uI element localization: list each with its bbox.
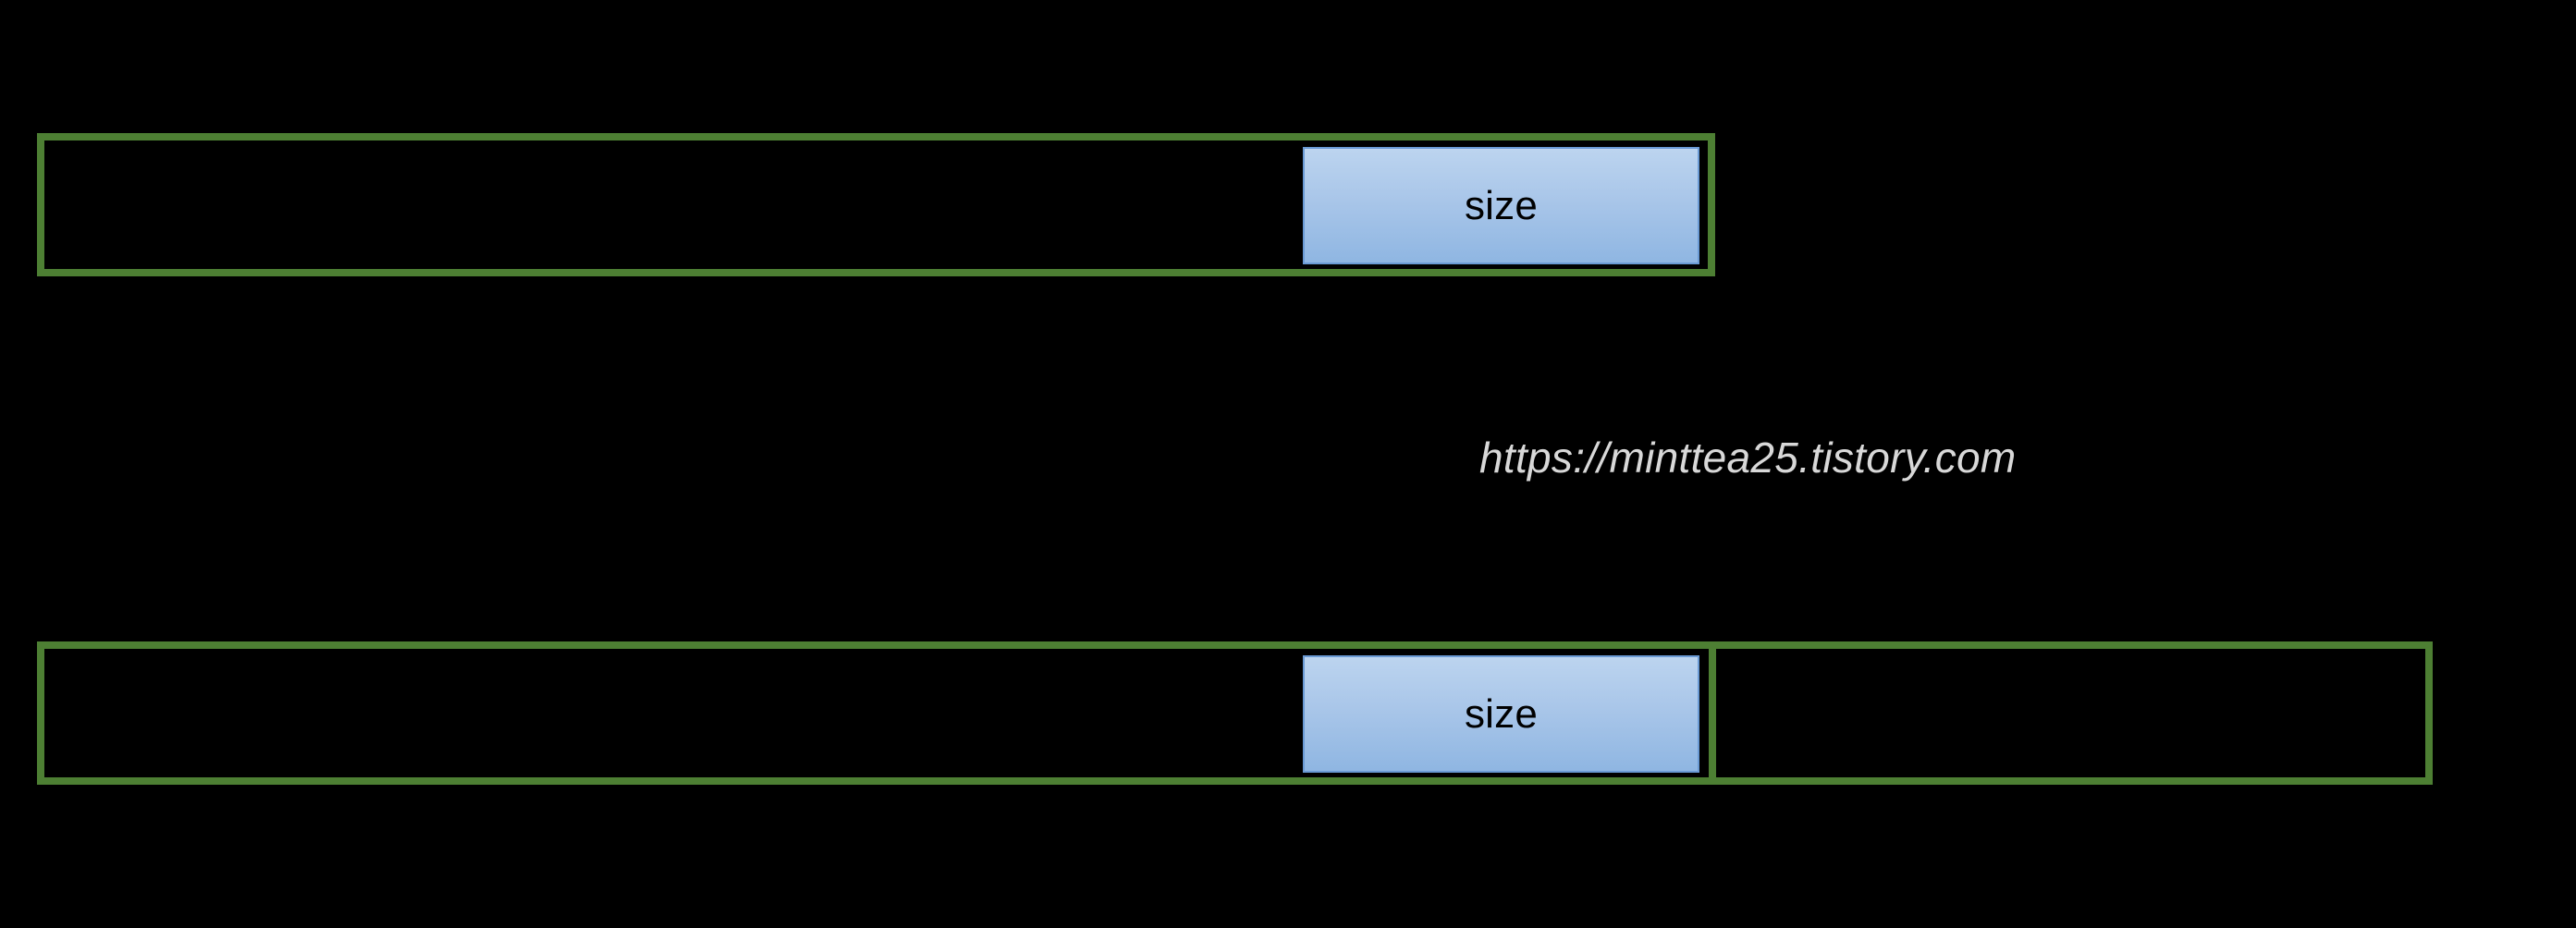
size-cell-row-1-label: size: [1464, 182, 1539, 228]
block-divider-row-2: [1709, 641, 1716, 785]
size-cell-row-1: size: [1303, 147, 1699, 264]
watermark-url: https://minttea25.tistory.com: [1479, 433, 2017, 482]
size-cell-row-2-label: size: [1464, 690, 1539, 737]
memory-block-row-1: size: [37, 133, 1715, 276]
memory-block-row-2: size: [37, 641, 2433, 785]
size-cell-row-2: size: [1303, 655, 1699, 773]
